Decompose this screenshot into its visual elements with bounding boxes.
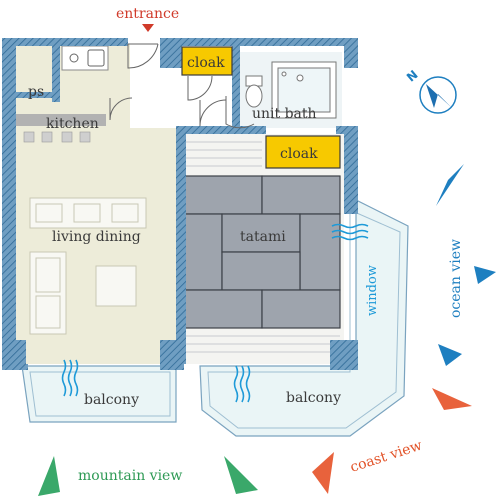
tatami-room-edges	[186, 141, 340, 353]
kitchen-counter	[16, 45, 109, 143]
bathtub	[271, 61, 337, 119]
living-dining-label: living dining	[52, 229, 141, 245]
entrance-door[interactable]	[127, 43, 159, 69]
ocean-view-arrow-2-icon	[474, 266, 496, 284]
balcony-left-label: balcony	[84, 392, 139, 408]
coast-view-arrow-2-icon	[312, 452, 334, 494]
cloak-mid-label: cloak	[280, 146, 318, 162]
unit-bath-label: unit bath	[252, 106, 317, 122]
ps-label: ps	[28, 84, 44, 100]
tatami-mats	[183, 175, 341, 329]
ocean-view-arrow-1-icon	[436, 164, 464, 206]
balcony-right-label: balcony	[286, 390, 341, 406]
window-wave-marks	[61, 223, 369, 403]
coast-view-label: coast view	[348, 438, 424, 476]
coast-view-arrow-1-icon	[432, 388, 472, 410]
compass-icon: N	[404, 67, 457, 114]
ocean-view-arrow-3-icon	[438, 344, 462, 366]
compass-north-label: N	[404, 67, 421, 84]
cloak-top-box	[181, 46, 233, 76]
dining-table	[29, 197, 147, 229]
mountain-view-label: mountain view	[78, 468, 182, 484]
sofa	[29, 251, 137, 335]
cloak-top-label: cloak	[187, 55, 225, 71]
ocean-view-label: ocean view	[448, 239, 464, 318]
interior-doors	[109, 75, 255, 129]
mountain-view-arrow-right-icon	[224, 456, 258, 494]
tatami-label: tatami	[240, 229, 286, 245]
mountain-view-arrow-left-icon	[38, 456, 60, 496]
cloak-mid-box	[265, 135, 341, 169]
window-label: window	[365, 265, 380, 316]
balcony-right-area	[199, 199, 409, 437]
kitchen-label: kitchen	[46, 116, 99, 132]
entrance-label: entrance	[116, 6, 179, 22]
toilet	[245, 75, 263, 108]
walls	[2, 38, 358, 370]
balcony-left-area	[21, 365, 177, 423]
entrance-arrow-icon	[142, 24, 154, 32]
